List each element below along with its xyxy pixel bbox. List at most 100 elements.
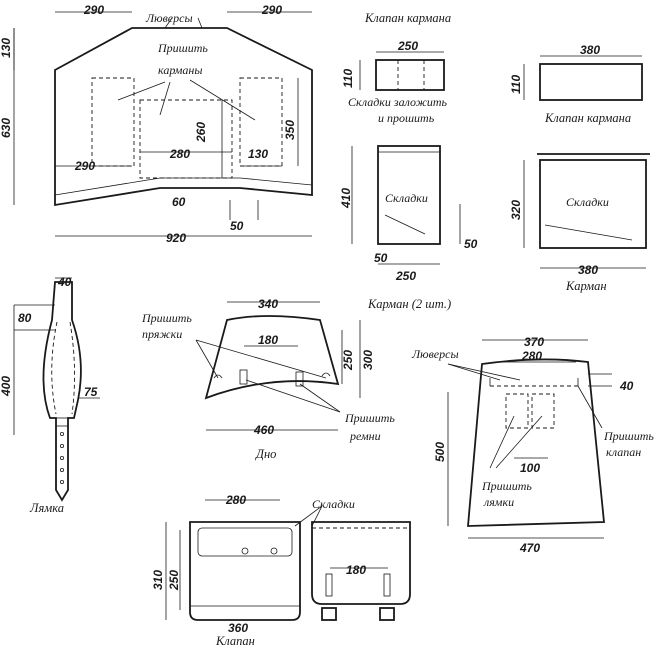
flap-top-right: 380 110 Клапан кармана bbox=[509, 43, 643, 125]
leader-line bbox=[189, 79, 256, 121]
strap-loop bbox=[295, 371, 304, 387]
straps-line-1: Пришить bbox=[344, 411, 395, 425]
strap-stitch-left bbox=[51, 321, 58, 415]
pocket-center-outline bbox=[139, 99, 233, 179]
strap-hole bbox=[60, 431, 65, 436]
back-straps-line-1: Пришить bbox=[481, 479, 532, 493]
strap-hole bbox=[60, 479, 65, 484]
dim-strap-length: 400 bbox=[0, 376, 13, 397]
flap-bottom-back bbox=[311, 521, 411, 605]
back-flap-line-1: Пришить bbox=[603, 429, 654, 443]
dim-gable-height: 130 bbox=[0, 38, 13, 58]
strap-hole bbox=[60, 443, 65, 448]
dim-back-straps: 100 bbox=[520, 461, 540, 475]
dim-bottom-width: 460 bbox=[253, 423, 274, 437]
flap-bottom-cover bbox=[197, 527, 293, 557]
leader-line bbox=[197, 17, 203, 29]
button-mark bbox=[270, 547, 278, 555]
leader-line bbox=[294, 505, 323, 527]
flap-top-right-outline bbox=[539, 63, 643, 101]
dim-bottom-curve: 60 bbox=[172, 195, 186, 209]
straps-line-2: ремни bbox=[349, 429, 381, 443]
dim-bottom-top: 340 bbox=[258, 297, 278, 311]
dim-flap-b-inner: 250 bbox=[167, 570, 181, 591]
strap-buckle bbox=[55, 417, 69, 427]
flap-top-middle-title: Клапан кармана bbox=[364, 11, 451, 25]
leader-line bbox=[164, 17, 173, 29]
dim-pocket-s-width: 250 bbox=[395, 269, 416, 283]
strap-tab bbox=[383, 573, 391, 597]
flap-bottom: 280 310 250 360 180 Складки Клапан bbox=[151, 493, 411, 648]
strap: 40 80 400 75 Лямка bbox=[0, 275, 100, 515]
strap-pad-right bbox=[531, 393, 555, 429]
pocket-left-outline bbox=[91, 77, 135, 167]
dim-flap-height: 110 bbox=[341, 69, 355, 88]
back-straps-line-2: лямки bbox=[483, 495, 514, 509]
leader-line bbox=[311, 505, 323, 527]
dim-top-left: 290 bbox=[83, 3, 104, 17]
dim-bottom-inner: 180 bbox=[258, 333, 278, 347]
dim-flap-b-straps: 180 bbox=[346, 563, 366, 577]
buckle-mark bbox=[321, 372, 331, 377]
fold-leader bbox=[544, 224, 633, 241]
leader-line bbox=[195, 339, 327, 379]
pocket-small: Складки 410 50 50 250 bbox=[339, 145, 478, 283]
dim-pocket-l-height: 320 bbox=[509, 200, 523, 220]
dim-flap-b-top: 280 bbox=[225, 493, 246, 507]
strap-hole bbox=[60, 455, 65, 460]
leader-line bbox=[299, 383, 341, 413]
strap-hole bbox=[60, 467, 65, 472]
dim-back-side: 40 bbox=[619, 379, 634, 393]
bottom-outline bbox=[204, 315, 340, 400]
strap-stitch-right bbox=[69, 321, 76, 415]
dim-flap-width: 250 bbox=[397, 39, 418, 53]
dim-top-right: 290 bbox=[261, 3, 282, 17]
main-panel-inner-line bbox=[54, 177, 313, 196]
pocket-small-outline bbox=[377, 145, 441, 245]
dim-total-height: 630 bbox=[0, 118, 13, 138]
sew-pockets-label: Пришить карманы bbox=[157, 41, 211, 77]
dim-flap-b-width: 360 bbox=[228, 621, 248, 635]
dim-flap-r-width: 380 bbox=[580, 43, 600, 57]
sew-pockets-line-2: карманы bbox=[158, 63, 202, 77]
leader-line bbox=[447, 363, 501, 381]
dim-flap-r-height: 110 bbox=[509, 75, 523, 94]
flap-note-line-1: Складки заложить bbox=[348, 95, 448, 109]
grommets-label: Люверсы bbox=[145, 11, 193, 25]
strap-pad-left bbox=[505, 393, 529, 429]
leader-line bbox=[489, 415, 515, 469]
fold-leader bbox=[384, 214, 426, 235]
flap-bottom-folds: Складки bbox=[312, 497, 355, 511]
strap-loop bbox=[239, 369, 248, 385]
flap-top-middle-outline bbox=[375, 59, 445, 91]
dim-side-pocket-width: 130 bbox=[248, 147, 268, 161]
flap-note: Складки заложить и прошить bbox=[348, 95, 450, 125]
dim-pocket-s-fold: 50 bbox=[464, 237, 478, 251]
leader-line bbox=[495, 415, 543, 469]
pocket-large: Складки 320 380 Карман bbox=[509, 153, 650, 293]
back-grommets-label: Люверсы bbox=[411, 347, 459, 361]
dim-side-pocket-height: 350 bbox=[283, 120, 297, 140]
dim-total-width: 920 bbox=[166, 231, 186, 245]
dim-strap-top-len: 80 bbox=[18, 311, 32, 325]
leader-line bbox=[245, 379, 341, 413]
pocket-small-folds: Складки bbox=[385, 191, 428, 205]
strap-outline bbox=[42, 281, 82, 502]
pocket-large-title: Карман bbox=[565, 279, 607, 293]
leader-line bbox=[195, 339, 219, 379]
main-panel-outline bbox=[54, 27, 313, 207]
dim-bottom-gap: 50 bbox=[230, 219, 244, 233]
dim-pocket-s-height: 410 bbox=[339, 188, 353, 209]
flap-top-right-title: Клапан кармана bbox=[544, 111, 631, 125]
dim-left-offset: 290 bbox=[74, 159, 95, 173]
dim-pocket-height: 260 bbox=[194, 122, 208, 143]
flap-bottom-title: Клапан bbox=[215, 634, 255, 648]
buckles-label: Пришить пряжки bbox=[141, 311, 195, 341]
leader-line bbox=[447, 363, 521, 381]
sew-pockets-line-1: Пришить bbox=[157, 41, 208, 55]
dim-pocket-l-width: 380 bbox=[578, 263, 598, 277]
leader-line bbox=[117, 81, 166, 101]
back-flap-label: Пришить клапан bbox=[603, 429, 657, 459]
leader-line bbox=[159, 81, 171, 116]
